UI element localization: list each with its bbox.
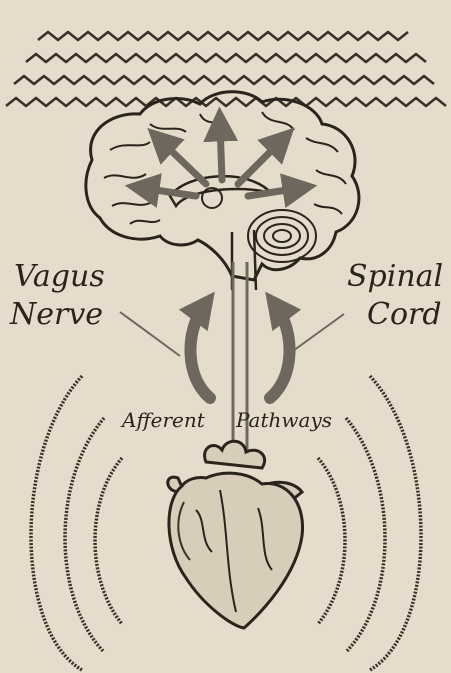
heart-arc-right-3	[370, 376, 421, 670]
brain-wave-lines	[6, 32, 446, 106]
heart-illustration	[168, 441, 303, 628]
brain-wave-1	[38, 32, 408, 40]
vagus-nerve-label-line2: Nerve	[10, 300, 103, 330]
heart-arc-left-3	[31, 376, 82, 670]
afferent-arrow-left	[190, 306, 210, 398]
pathways-label: Pathways	[236, 410, 332, 430]
heart-body	[169, 473, 303, 628]
heart-arc-left-1	[95, 458, 122, 624]
brain-illustration	[86, 92, 359, 290]
cerebellum	[248, 210, 316, 262]
vagus-nerve-label-line1: Vagus	[14, 262, 105, 292]
spinal-cord-label-line1: Spinal	[347, 262, 443, 292]
brain-wave-2	[26, 54, 426, 62]
brain-wave-3	[14, 76, 434, 84]
brain-outline	[86, 92, 359, 280]
heart-arc-right-1	[318, 458, 345, 624]
vagus-pointer	[120, 312, 180, 356]
brain-radiating-arrows	[142, 124, 300, 196]
spinal-cord-label-line2: Cord	[367, 300, 442, 330]
spinal-pointer	[286, 314, 344, 356]
brain-wave-4	[6, 98, 446, 106]
heart-arc-left-2	[65, 418, 104, 652]
afferent-label: Afferent	[122, 410, 205, 430]
afferent-arrows	[190, 306, 289, 398]
heart-arc-right-2	[346, 418, 385, 652]
aorta	[205, 441, 265, 468]
afferent-arrow-right	[270, 306, 290, 398]
